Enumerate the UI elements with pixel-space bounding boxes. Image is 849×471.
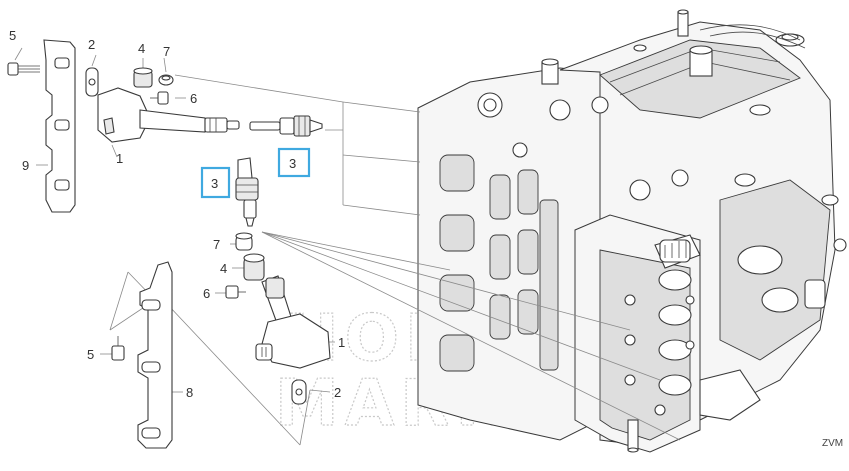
diagram-code: ZVM — [822, 438, 843, 449]
grommet-4-lower — [243, 253, 265, 281]
leader-lines — [14, 47, 681, 446]
callout-labels: 5 2 4 7 6 1 9 3 3 7 4 6 5 1 2 8 — [9, 28, 345, 400]
spark-plug-3-left — [235, 157, 259, 227]
engine-block — [417, 9, 847, 453]
label-4-upper: 4 — [138, 41, 145, 56]
ignition-coil-1-upper — [97, 87, 240, 143]
washer-7-lower — [235, 232, 253, 251]
highlight-box-3-right — [277, 147, 311, 178]
bracket-9 — [43, 39, 76, 213]
washer-7-upper — [158, 74, 174, 86]
label-3-left[interactable]: 3 — [211, 176, 218, 191]
highlight-box-3-left — [200, 166, 231, 199]
label-5-lower: 5 — [87, 347, 94, 362]
bolt-5-lower — [111, 336, 125, 361]
cylinder-ports — [439, 154, 559, 372]
label-6-upper: 6 — [190, 91, 197, 106]
label-8: 8 — [186, 385, 193, 400]
label-5-upper: 5 — [9, 28, 16, 43]
ignition-coil-1-lower — [255, 275, 331, 369]
spark-plug-3-right — [249, 115, 323, 137]
bolt-6-lower — [225, 285, 246, 299]
label-4-lower: 4 — [220, 261, 227, 276]
intake-runners — [624, 234, 701, 416]
label-7-lower: 7 — [213, 237, 220, 252]
label-2-lower: 2 — [334, 385, 341, 400]
label-9: 9 — [22, 158, 29, 173]
bolt-5-upper — [7, 62, 40, 76]
label-1-lower: 1 — [338, 335, 345, 350]
spacer-2-lower — [291, 379, 307, 405]
label-3-right[interactable]: 3 — [289, 156, 296, 171]
label-7-upper: 7 — [163, 44, 170, 59]
bracket-8 — [137, 261, 173, 449]
spacer-2-upper — [85, 67, 99, 97]
bolt-6-upper — [150, 91, 169, 105]
grommet-4-upper — [133, 67, 153, 88]
label-1-upper: 1 — [116, 151, 123, 166]
label-6-lower: 6 — [203, 286, 210, 301]
label-2-upper: 2 — [88, 37, 95, 52]
